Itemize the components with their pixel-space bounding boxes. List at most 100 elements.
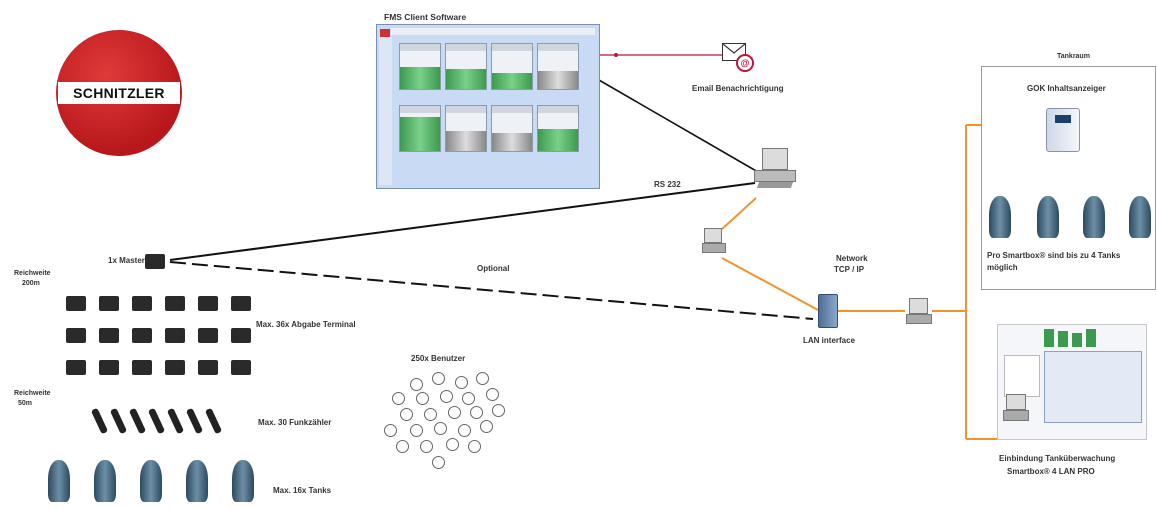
gok-device xyxy=(1046,108,1080,152)
tank-level-fill xyxy=(446,68,486,89)
tank-tile[interactable] xyxy=(537,105,579,152)
user-icon xyxy=(480,420,493,433)
user-icon xyxy=(446,438,459,451)
tank-tile[interactable] xyxy=(491,43,533,90)
user-icon xyxy=(492,404,505,417)
smartbox-tank-icon xyxy=(989,196,1011,238)
lan-interface-label: LAN interface xyxy=(803,336,856,345)
tank-level-fill xyxy=(538,128,578,151)
reichweite-50-value: 50m xyxy=(18,400,33,407)
user-icon xyxy=(448,406,461,419)
abgabe-terminal-icon xyxy=(198,328,218,343)
master-label: 1x Master xyxy=(108,256,145,265)
fms-sidebar xyxy=(379,37,392,185)
tank-level-fill xyxy=(446,130,486,151)
einbindung-label: Einbindung Tanküberwachung xyxy=(999,454,1116,463)
tank-icon xyxy=(232,460,254,502)
pro-smartbox-text: Pro Smartbox® sind bis zu 4 Tanks xyxy=(987,251,1121,260)
abgabe-terminal-icon xyxy=(99,360,119,375)
tank-level-fill xyxy=(492,133,532,151)
user-icon xyxy=(384,424,397,437)
smartbox-lan-label: Smartbox® 4 LAN PRO xyxy=(1007,467,1095,476)
user-icon xyxy=(416,392,429,405)
abgabe-terminal-icon xyxy=(66,328,86,343)
monitoring-pc-icon xyxy=(1003,394,1029,424)
tank-icon xyxy=(186,460,208,502)
rs232-line xyxy=(169,182,756,261)
tank-tile[interactable] xyxy=(399,105,441,152)
email-label: Email Benachrichtigung xyxy=(692,84,784,93)
abgabe-terminal-icon xyxy=(231,296,251,311)
tcpip-label: TCP / IP xyxy=(834,265,865,274)
optional-label: Optional xyxy=(477,264,510,273)
tank-icon xyxy=(140,460,162,502)
tankraum-label: Tankraum xyxy=(1057,53,1090,60)
user-icon xyxy=(458,424,471,437)
abgabe-terminal-icon xyxy=(66,360,86,375)
counters-label: Max. 30 Funkzähler xyxy=(258,418,332,427)
abgabe-terminal-icon xyxy=(132,360,152,375)
user-icon xyxy=(468,440,481,453)
master-terminal xyxy=(145,254,165,269)
fms-app-icon xyxy=(380,29,390,37)
reichweite-200-value: 200m xyxy=(22,280,40,287)
abgabe-terminal-icon xyxy=(66,296,86,311)
abgabe-terminal-icon xyxy=(132,296,152,311)
abgabe-terminal-icon xyxy=(198,360,218,375)
tank-icon xyxy=(48,460,70,502)
fms-pc-line xyxy=(591,75,759,173)
abgabe-terminal-icon xyxy=(132,328,152,343)
tank-level-fill xyxy=(538,71,578,89)
tank-tile[interactable] xyxy=(491,105,533,152)
abgabe-terminal-icon xyxy=(231,360,251,375)
abgabe-terminal-icon xyxy=(99,328,119,343)
user-icon xyxy=(455,376,468,389)
tank-tile[interactable] xyxy=(399,43,441,90)
reichweite-50-label: Reichweite xyxy=(14,390,51,397)
user-icon xyxy=(400,408,413,421)
abgabe-terminal-icon xyxy=(231,328,251,343)
user-icon xyxy=(410,424,423,437)
abgabe-terminal-icon xyxy=(165,360,185,375)
tank-level-fill xyxy=(492,73,532,89)
user-icon xyxy=(476,372,489,385)
user-icon xyxy=(396,440,409,453)
fms-menubar xyxy=(391,28,595,35)
abgabe-terminal-icon xyxy=(99,296,119,311)
logo-text: SCHNITZLER xyxy=(58,82,180,104)
optional-line xyxy=(169,261,814,320)
tank-tile[interactable] xyxy=(445,105,487,152)
gok-label: GOK Inhaltsanzeiger xyxy=(1027,84,1106,93)
tank-icon xyxy=(94,460,116,502)
small-pc-icon xyxy=(702,228,726,256)
network-pc-icon xyxy=(906,298,932,326)
user-icon xyxy=(410,378,423,391)
user-icon xyxy=(424,408,437,421)
user-icon xyxy=(486,388,499,401)
user-icon xyxy=(440,390,453,403)
smartbox-tank-icon xyxy=(1129,196,1151,238)
user-icon xyxy=(462,392,475,405)
pro-smartbox-text-2: möglich xyxy=(987,263,1018,272)
abgabe-terminal-icon xyxy=(165,328,185,343)
tank-level-fill xyxy=(400,117,440,151)
user-icon xyxy=(434,422,447,435)
tank-tile[interactable] xyxy=(537,43,579,90)
abgabe-terminal-icon xyxy=(165,296,185,311)
tankraum-panel xyxy=(981,66,1156,290)
user-icon xyxy=(432,456,445,469)
at-sign-icon: @ xyxy=(736,54,754,72)
tank-level-fill xyxy=(400,66,440,89)
user-icon xyxy=(470,406,483,419)
user-icon xyxy=(432,372,445,385)
rs232-label: RS 232 xyxy=(654,180,681,189)
smartbox-tank-icon xyxy=(1037,196,1059,238)
tanks-label: Max. 16x Tanks xyxy=(273,486,332,495)
users-label: 250x Benutzer xyxy=(411,354,466,363)
smartbox-tank-icon xyxy=(1083,196,1105,238)
tank-tile[interactable] xyxy=(445,43,487,90)
fms-title: FMS Client Software xyxy=(384,12,467,22)
abgabe-terminal-icon xyxy=(198,296,218,311)
main-pc-icon xyxy=(754,148,796,196)
user-icon xyxy=(392,392,405,405)
